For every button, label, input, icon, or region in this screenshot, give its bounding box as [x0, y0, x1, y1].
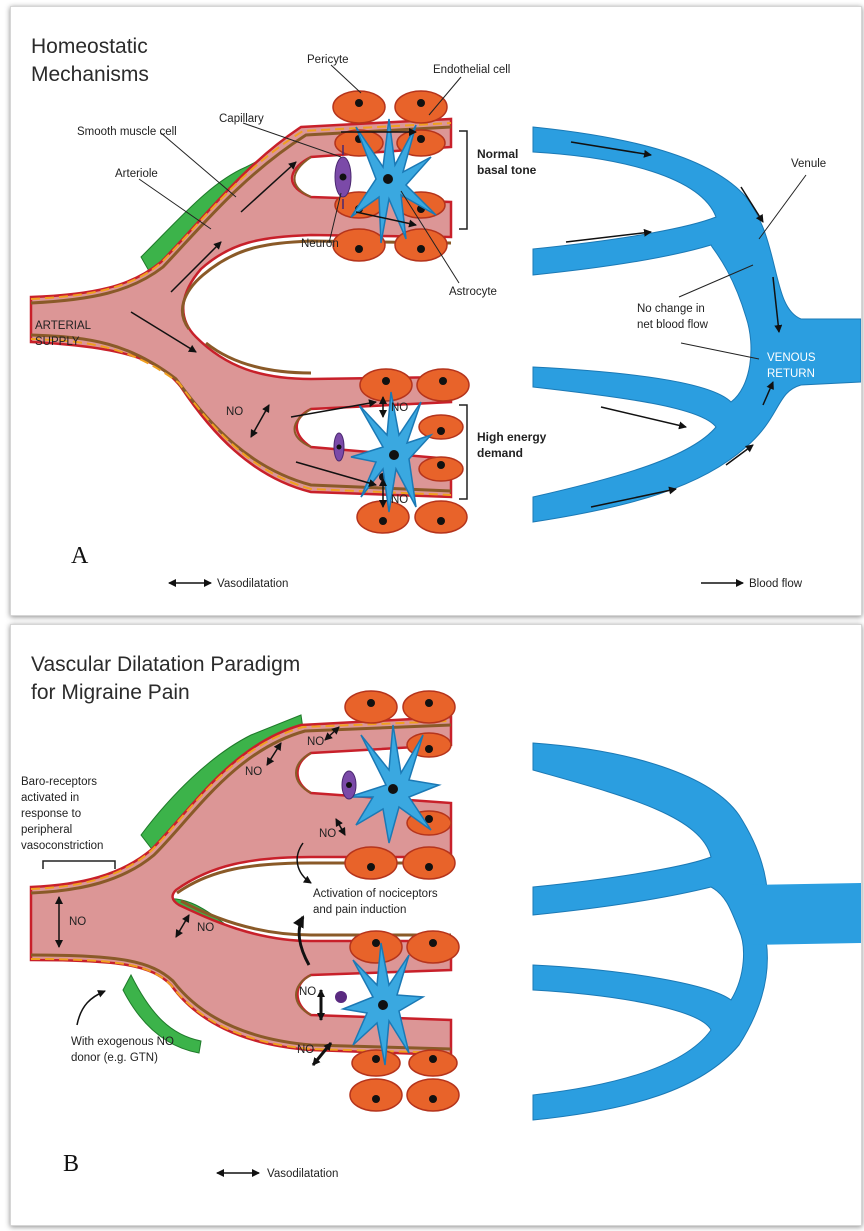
label-endothelial-cell: Endothelial cell	[433, 64, 510, 76]
label-no-change-line1: No change in	[637, 303, 705, 315]
label-arterial-line2: SUPPLY	[35, 336, 80, 348]
label-no-change-line2: net blood flow	[637, 319, 709, 331]
label-arteriole: Arteriole	[115, 168, 158, 180]
label-baro-line2: activated in	[21, 792, 79, 804]
legend-blood-flow: Blood flow	[749, 578, 803, 590]
label-capillary: Capillary	[219, 113, 264, 125]
neuron-top-b	[342, 771, 356, 799]
label-high-energy-line2: demand	[477, 446, 523, 460]
title-line1: Homeostatic	[31, 35, 148, 58]
label-exo-line2: donor (e.g. GTN)	[71, 1052, 158, 1064]
title-b-line1: Vascular Dilatation Paradigm	[31, 653, 300, 676]
label-venous-line1: VENOUS	[767, 352, 816, 364]
brackets	[459, 131, 467, 499]
label-baro-line1: Baro-receptors	[21, 776, 97, 788]
label-normal-line2: basal tone	[477, 163, 537, 177]
label-no-b2: NO	[307, 736, 324, 748]
panel-a-homeostatic: Homeostatic Mechanisms Pericyte Endothel…	[10, 6, 862, 616]
title-b-line2: for Migraine Pain	[31, 681, 190, 704]
label-venous-line2: RETURN	[767, 368, 815, 380]
label-baro-line5: vasoconstriction	[21, 840, 103, 852]
label-no-2: NO	[391, 402, 408, 414]
legend-vasodilatation: Vasodilatation	[217, 578, 288, 590]
label-venule: Venule	[791, 158, 826, 170]
neuron-bottom	[334, 433, 344, 461]
label-no-b4: NO	[319, 828, 336, 840]
label-pericyte: Pericyte	[307, 54, 349, 66]
label-baro-line3: response to	[21, 808, 81, 820]
label-no-b6: NO	[299, 986, 316, 998]
neuron-bottom-b	[335, 991, 347, 1003]
label-no-b1: NO	[69, 916, 86, 928]
label-no-b5: NO	[197, 922, 214, 934]
label-arterial-line1: ARTERIAL	[35, 320, 92, 332]
title-line2: Mechanisms	[31, 63, 149, 86]
panel-letter-a: A	[71, 543, 89, 569]
label-astrocyte: Astrocyte	[449, 286, 497, 298]
label-activation-line1: Activation of nociceptors	[313, 888, 438, 900]
label-activation-line2: and pain induction	[313, 904, 406, 916]
label-exo-line1: With exogenous NO	[71, 1036, 174, 1048]
label-smooth-muscle-cell: Smooth muscle cell	[77, 126, 177, 138]
label-neuron: Neuron	[301, 238, 339, 250]
panel-b-migraine: Vascular Dilatation Paradigm for Migrain…	[10, 624, 862, 1226]
label-normal-line1: Normal	[477, 147, 518, 161]
panel-a-diagram: Homeostatic Mechanisms Pericyte Endothel…	[11, 7, 861, 615]
legend-vasodilatation-b: Vasodilatation	[267, 1168, 338, 1180]
label-high-energy-line1: High energy	[477, 430, 547, 444]
venous-vessel-b	[533, 743, 861, 1120]
label-no-1: NO	[226, 406, 243, 418]
label-no-b3: NO	[245, 766, 262, 778]
panel-b-diagram: Vascular Dilatation Paradigm for Migrain…	[11, 625, 861, 1225]
bracket-b	[43, 861, 115, 869]
label-no-3: NO	[391, 494, 408, 506]
panel-letter-b: B	[63, 1151, 79, 1177]
label-no-b7: NO	[297, 1044, 314, 1056]
label-baro-line4: peripheral	[21, 824, 72, 836]
